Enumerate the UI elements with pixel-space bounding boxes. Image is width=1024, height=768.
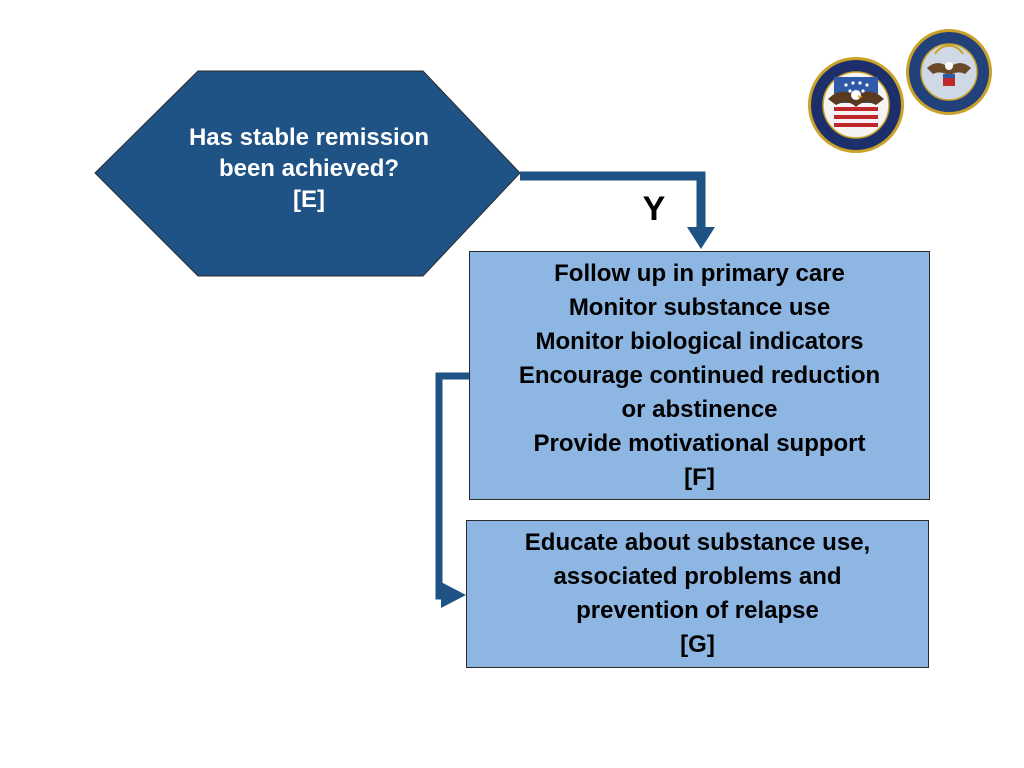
decision-hexagon bbox=[94, 70, 521, 277]
followup-line: or abstinence bbox=[621, 395, 778, 423]
yes-arrowhead bbox=[687, 227, 715, 249]
educate-text: Educate about substance use, associated … bbox=[467, 521, 928, 667]
followup-line: Provide motivational support bbox=[533, 429, 866, 457]
educate-box: Educate about substance use, associated … bbox=[466, 520, 929, 668]
va-seal-logo bbox=[808, 57, 904, 153]
followup-line: [F] bbox=[684, 463, 715, 491]
decision-line: Has stable remission bbox=[188, 123, 430, 151]
decision-line: [E] bbox=[293, 185, 325, 213]
decision-line: been achieved? bbox=[218, 154, 400, 182]
followup-line: Monitor biological indicators bbox=[535, 327, 864, 355]
loop-connector bbox=[435, 372, 469, 600]
followup-text: Follow up in primary care Monitor substa… bbox=[470, 252, 929, 499]
followup-line: Monitor substance use bbox=[568, 293, 831, 321]
decision-label: Has stable remission been achieved? [E] bbox=[150, 100, 468, 236]
yes-branch-label: Y bbox=[642, 190, 666, 228]
followup-line: Encourage continued reduction bbox=[518, 361, 881, 389]
dod-seal-logo bbox=[906, 29, 992, 115]
educate-line: prevention of relapse bbox=[576, 597, 819, 624]
educate-line: Educate about substance use, bbox=[524, 529, 871, 556]
loop-arrowhead bbox=[441, 582, 466, 608]
educate-line: associated problems and bbox=[553, 563, 842, 590]
followup-line: Follow up in primary care bbox=[554, 259, 845, 287]
followup-box: Follow up in primary care Monitor substa… bbox=[469, 251, 930, 500]
educate-line: [G] bbox=[680, 631, 715, 658]
yes-connector bbox=[520, 171, 706, 231]
